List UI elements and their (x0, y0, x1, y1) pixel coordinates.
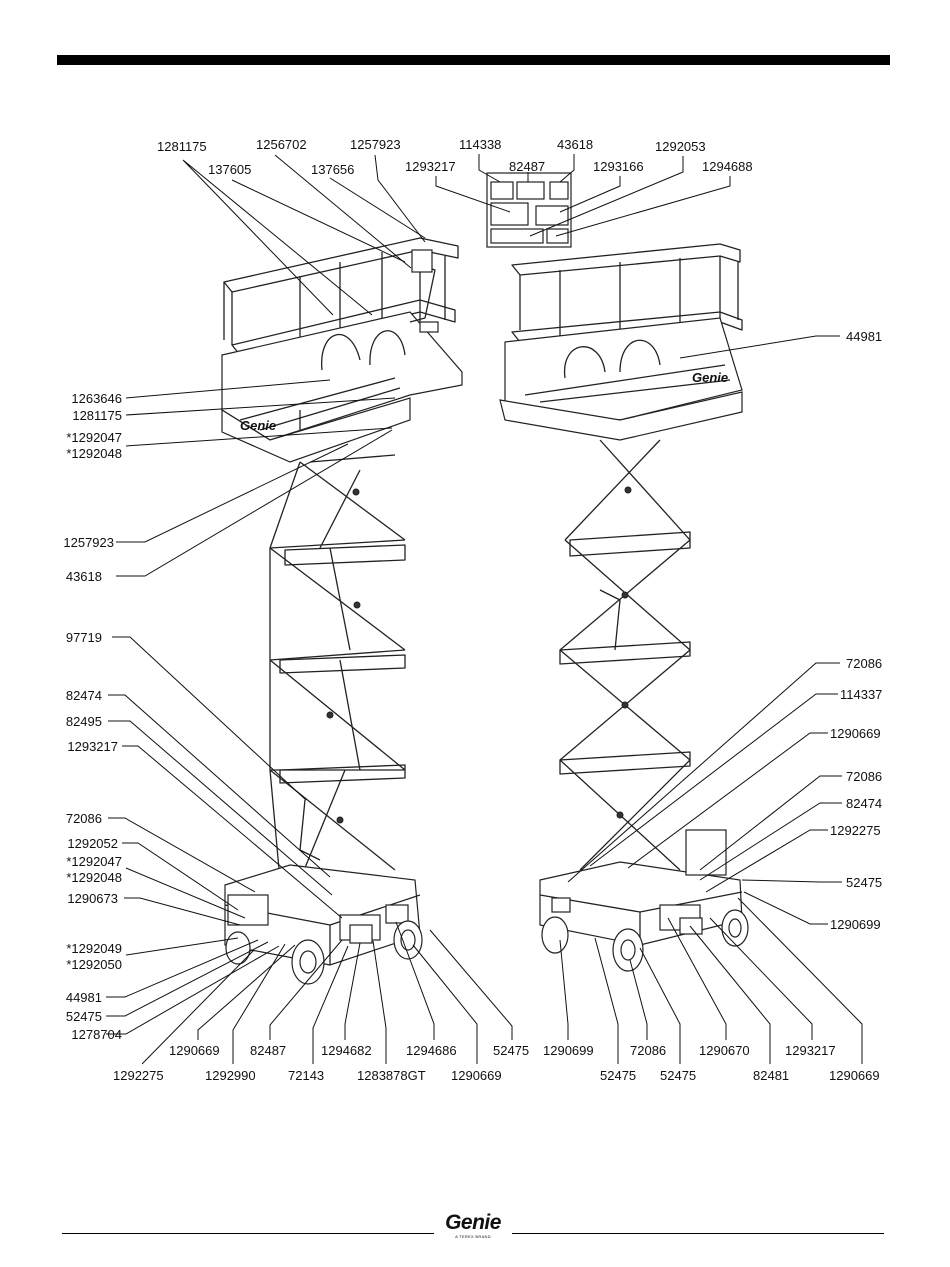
logo-tagline: A TEREX BRAND (455, 1234, 491, 1239)
label: 1293217 (785, 1043, 836, 1058)
label: 1294682 (321, 1043, 372, 1058)
label: 72143 (288, 1068, 324, 1083)
right-bottom-labels: 1290699 52475 72086 52475 1290670 82481 … (543, 1043, 880, 1083)
label: 1293166 (593, 159, 644, 174)
label: 1290669 (451, 1068, 502, 1083)
label: 52475 (846, 875, 882, 890)
label: 137656 (311, 162, 354, 177)
label: 43618 (66, 569, 102, 584)
label: 72086 (846, 769, 882, 784)
label: 43618 (557, 137, 593, 152)
left-scissor-lift: Genie (221, 237, 463, 985)
label: 1292052 (67, 836, 118, 851)
label: 1283878GT (357, 1068, 426, 1083)
label: 52475 (66, 1009, 102, 1024)
label: 72086 (66, 811, 102, 826)
label: 1293217 (405, 159, 456, 174)
label: 114338 (459, 137, 501, 152)
logo-wordmark: Genie (445, 1211, 501, 1234)
left-side-labels: 1263646 1281175 *1292047 *1292048 125792… (63, 391, 122, 1042)
label: 1290673 (67, 891, 118, 906)
label: 1290670 (699, 1043, 750, 1058)
label: 1292275 (830, 823, 881, 838)
label: 1256702 (256, 137, 307, 152)
svg-text:Genie: Genie (240, 418, 276, 433)
right-scissor-lift: Genie (486, 172, 749, 972)
label: 1292053 (655, 139, 706, 154)
label: 52475 (660, 1068, 696, 1083)
label: *1292050 (66, 957, 122, 972)
left-bottom-labels: 1292275 1290669 1292990 82487 72143 1294… (113, 1043, 529, 1083)
label: 82481 (753, 1068, 789, 1083)
footer-rule-left (62, 1233, 434, 1234)
label: 82474 (846, 796, 882, 811)
right-side-labels: 44981 72086 114337 1290669 72086 82474 1… (830, 329, 882, 932)
svg-text:Genie: Genie (692, 370, 728, 385)
genie-logo: Genie A TEREX BRAND (436, 1211, 510, 1240)
label: 1257923 (63, 535, 114, 550)
label: 1294686 (406, 1043, 457, 1058)
label: 1292990 (205, 1068, 256, 1083)
label: *1292047 (66, 854, 122, 869)
label: 1290699 (830, 917, 881, 932)
label: 1257923 (350, 137, 401, 152)
label: 1281175 (157, 139, 207, 154)
label: 82487 (509, 159, 545, 174)
footer-rule-right (512, 1233, 884, 1234)
label: 52475 (493, 1043, 529, 1058)
label: 1290669 (169, 1043, 220, 1058)
label: 1278704 (71, 1027, 122, 1042)
label: 1293217 (67, 739, 118, 754)
label: 1292275 (113, 1068, 164, 1083)
label: 1263646 (71, 391, 122, 406)
label: 82487 (250, 1043, 286, 1058)
label: 1290699 (543, 1043, 594, 1058)
label: 1294688 (702, 159, 753, 174)
label: 82495 (66, 714, 102, 729)
label: 82474 (66, 688, 102, 703)
label: 114337 (840, 687, 882, 702)
label: *1292049 (66, 941, 122, 956)
label: *1292047 (66, 430, 122, 445)
label: *1292048 (66, 870, 122, 885)
right-top-labels: 114338 82487 43618 1293217 1293166 12920… (405, 137, 753, 174)
label: 52475 (600, 1068, 636, 1083)
label: 137605 (208, 162, 251, 177)
label: 1281175 (72, 408, 122, 423)
label: 1290669 (829, 1068, 880, 1083)
label: 72086 (846, 656, 882, 671)
label: 44981 (846, 329, 882, 344)
left-top-labels: 1281175 137605 1256702 137656 1257923 (157, 137, 401, 177)
label: 97719 (66, 630, 102, 645)
label: *1292048 (66, 446, 122, 461)
header-rule (57, 55, 890, 65)
leader-lines (106, 154, 863, 1065)
label: 44981 (66, 990, 102, 1005)
label: 72086 (630, 1043, 666, 1058)
label: 1290669 (830, 726, 881, 741)
